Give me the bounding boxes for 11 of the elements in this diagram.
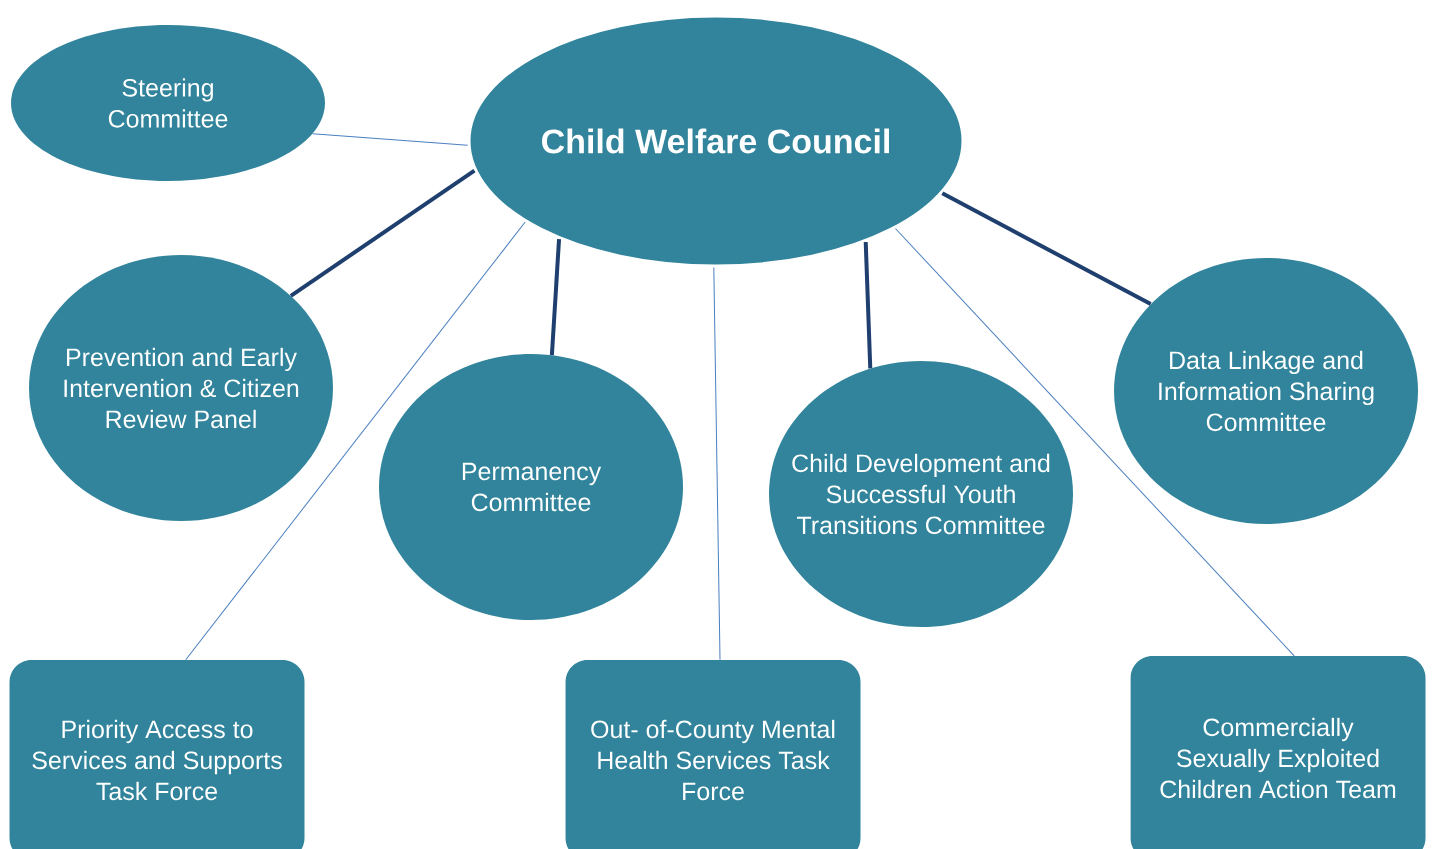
connector-line — [713, 267, 721, 661]
task-force-box: Priority Access to Services and Supports Task Force — [9, 660, 305, 849]
team-box: Commercially Sexually Exploited Children Action Team — [1130, 656, 1426, 849]
connector-line — [894, 228, 1295, 657]
connector-line — [289, 169, 476, 298]
task-force-box: Out- of-County Mental Health Services Task Force — [565, 660, 861, 849]
connector-line — [185, 221, 526, 661]
connector-line — [312, 133, 469, 146]
connector-line — [941, 191, 1152, 306]
connector-line — [549, 238, 562, 356]
connector-line — [863, 241, 873, 369]
